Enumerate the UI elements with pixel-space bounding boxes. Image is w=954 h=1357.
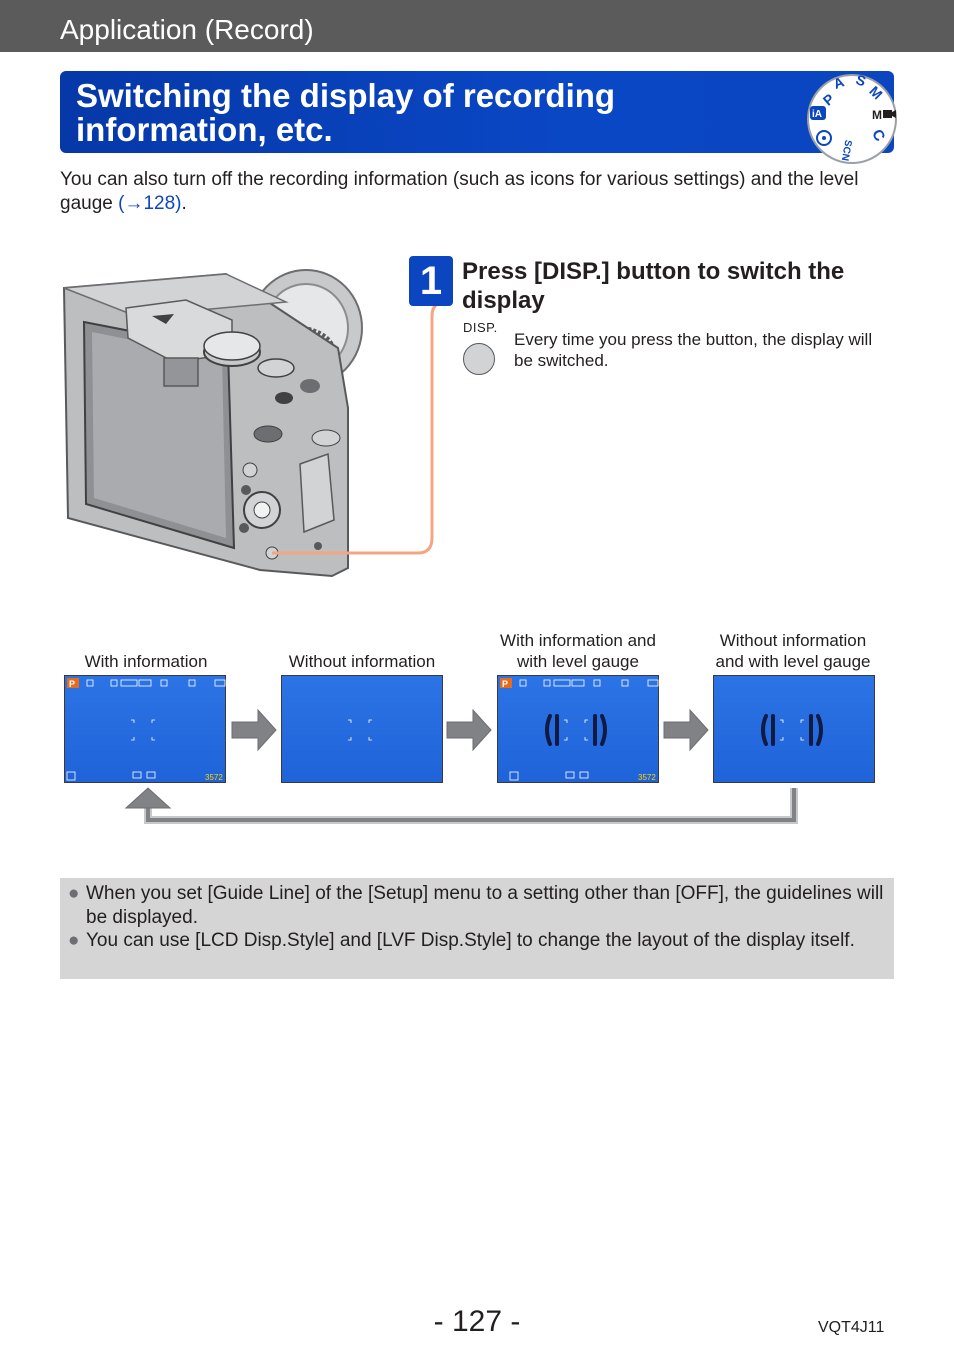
display-cycle-arrows — [124, 708, 798, 824]
return-arrow-icon — [144, 788, 798, 824]
screen-without-information-with-level — [713, 675, 875, 783]
note-item-1: ● When you set [Guide Line] of the [Setu… — [68, 883, 884, 928]
page-title-line2: information, etc. — [76, 111, 333, 148]
movie-icon: M — [872, 108, 896, 122]
osd-shot-count: 3572 — [205, 773, 223, 782]
note-item-2: ● You can use [LCD Disp.Style] and [LVF … — [68, 930, 855, 951]
screen-with-information-and-level: P 3572 — [497, 675, 659, 783]
level-gauge-icon — [545, 714, 607, 746]
right-arrow-icon — [446, 708, 492, 752]
intro-period: . — [181, 193, 187, 214]
page-number: - 127 - — [433, 1305, 521, 1338]
svg-text:M: M — [872, 108, 882, 122]
page-title-line1: Switching the display of recording — [76, 77, 616, 114]
disp-button-icon — [463, 343, 495, 375]
screen-caption-1: With information — [84, 652, 208, 671]
up-arrow-icon — [124, 787, 172, 809]
right-arrow-icon — [231, 708, 277, 752]
osd-mode-label: P — [69, 679, 75, 689]
level-gauge-icon — [761, 714, 823, 746]
section-header-bar: Application (Record) — [0, 0, 954, 52]
disp-button-label: DISP. — [463, 320, 498, 335]
section-title: Application (Record) — [60, 14, 314, 45]
osd-shot-count: 3572 — [638, 773, 656, 782]
screen-caption-2: Without information — [288, 652, 436, 671]
screen-without-information — [281, 675, 443, 783]
bullet-icon: ● — [68, 883, 80, 904]
page-title-banner: Switching the display of recording infor… — [60, 71, 894, 153]
step-description: Every time you press the button, the dis… — [514, 330, 873, 370]
intro-paragraph: You can also turn off the recording info… — [60, 168, 900, 216]
step-number-badge: 1 — [409, 256, 453, 306]
creative-control-icon — [816, 130, 832, 146]
screen-with-information: P 3572 — [64, 675, 226, 783]
document-code: VQT4J11 — [818, 1319, 885, 1336]
camera-illustration — [56, 258, 447, 588]
mode-dial-icon: P A S M iA M C SCN — [804, 71, 900, 164]
bullet-icon: ● — [68, 930, 80, 951]
svg-text:iA: iA — [812, 109, 822, 120]
intelligent-auto-icon: iA — [810, 106, 826, 120]
step-heading: Press [DISP.] button to switch the displ… — [462, 258, 845, 314]
scene-icon: SCN — [839, 139, 854, 162]
page-title: Switching the display of recording infor… — [76, 79, 776, 147]
right-arrow-icon — [663, 708, 709, 752]
osd-mode-label: P — [502, 679, 508, 689]
intro-text: You can also turn off the recording info… — [60, 169, 859, 214]
notes-box: ● When you set [Guide Line] of the [Setu… — [60, 878, 894, 979]
page-reference-link[interactable]: (→128) — [118, 193, 182, 214]
